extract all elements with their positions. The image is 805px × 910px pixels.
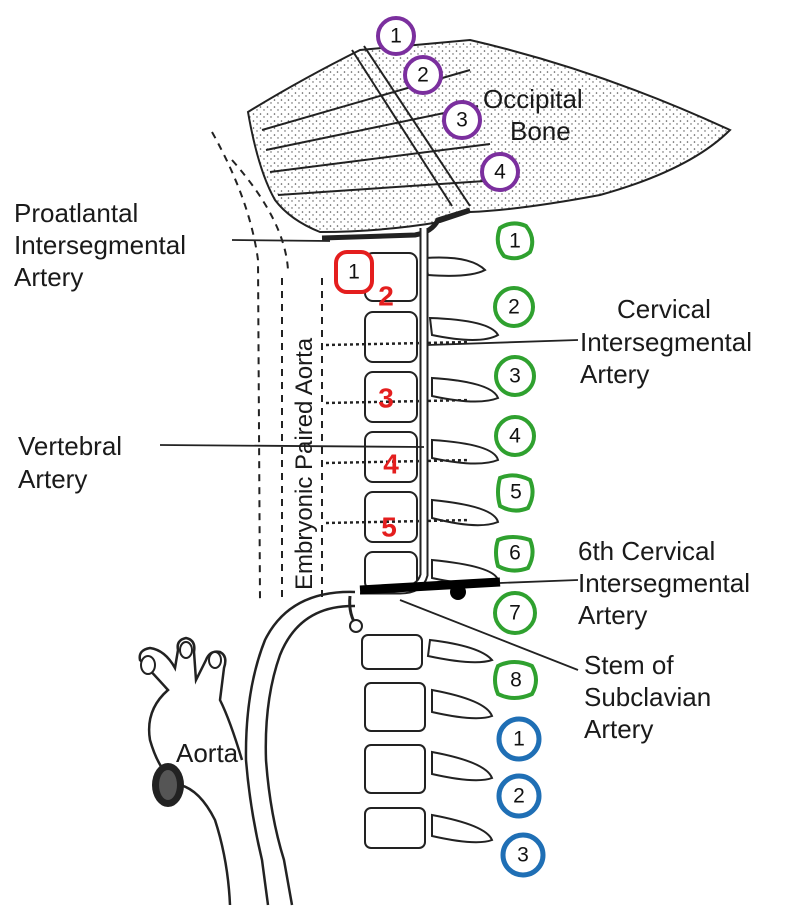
sixth-cervical-label-3: Artery [578,600,647,630]
occipital-bone-label-1: Occipital [483,84,583,114]
vertebral-segment-1-number: 1 [348,261,360,284]
occipital-marker-1-number: 1 [390,25,402,48]
occipital-bone [248,40,730,232]
vertebral-bodies [362,253,425,848]
occipital-marker-4-number: 4 [494,161,506,184]
cervical-marker-7-number: 7 [509,602,521,625]
stem-subclavian-label-2: Subclavian [584,682,711,712]
vertebral-segment-5-label: 5 [381,512,397,543]
stem-subclavian-label-3: Artery [584,714,653,744]
cervical-marker-5-number: 5 [510,481,522,504]
occipital-marker-2-number: 2 [417,64,429,87]
proatlantal-label-2: Intersegmental [14,230,186,260]
thoracic-marker-1-number: 1 [513,728,525,751]
cervical-marker-2-number: 2 [508,296,520,319]
vertebral-label-1: Vertebral [18,431,122,461]
cervical-marker-3-number: 3 [509,365,521,388]
thoracic-marker-2-number: 2 [513,785,525,808]
aorta-arch [246,592,355,905]
subclavian-stem-cut [350,620,362,632]
aorta-descending [140,638,242,905]
stem-subclavian-label-1: Stem of [584,650,674,680]
embryonic-paired-aorta-label: Embryonic Paired Aorta [291,337,318,590]
thoracic-markers: 1 2 3 [499,719,543,875]
thoracic-marker-3-number: 3 [517,844,529,867]
sixth-cervical-label-1: 6th Cervical [578,536,715,566]
occipital-marker-3-number: 3 [456,109,468,132]
sixth-artery-knot [450,584,466,600]
aorta-arch-inner [266,606,355,905]
vertebral-segment-3-label: 3 [378,383,394,414]
aorta-branch-2 [180,642,192,658]
aorta-branch-1 [141,656,155,674]
vertebral-segment-2-label: 2 [378,281,394,312]
proatlantal-label-1: Proatlantal [14,198,138,228]
vertebral-label-2: Artery [18,464,87,494]
aorta-branch-3 [209,652,221,668]
cervical-marker-1-number: 1 [509,230,521,253]
cervical-label-2: Intersegmental [580,327,752,357]
sixth-cervical-label-2: Intersegmental [578,568,750,598]
cervical-marker-4-number: 4 [509,425,521,448]
aorta-cut-inner [159,770,177,800]
embryonic-paired-aorta-outer [212,132,260,600]
cervical-label-1: Cervical [617,294,711,324]
occipital-bone-label-2: Bone [510,116,571,146]
cervical-marker-6-number: 6 [509,542,521,565]
cervical-markers: 1 2 3 4 5 6 7 8 [495,223,536,698]
vertebral-segment-4-label: 4 [383,449,399,480]
proatlantal-label-3: Artery [14,262,83,292]
aorta-label: Aorta [176,738,239,768]
cervical-marker-8-number: 8 [510,669,522,692]
cervical-label-3: Artery [580,359,649,389]
